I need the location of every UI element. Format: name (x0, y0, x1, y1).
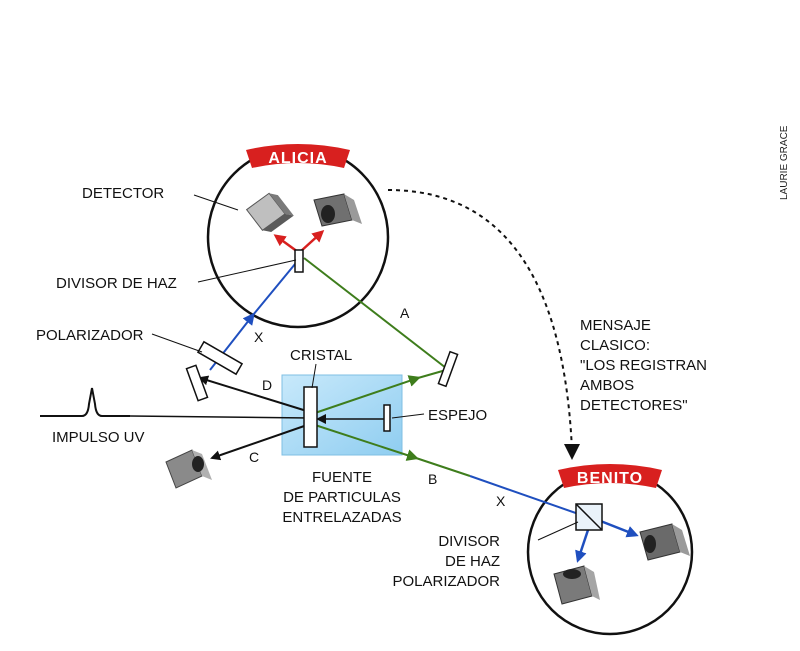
beam-b-blue (469, 475, 591, 519)
label-fuente-3: ENTRELAZADAS (282, 509, 401, 526)
beam-label-x-benito: X (496, 493, 506, 509)
beam-a-first (311, 375, 421, 415)
beam-a-return (303, 257, 447, 369)
classical-message-arrowhead (564, 444, 580, 460)
label-divisor-pol-2: DE HAZ (445, 553, 500, 570)
beam-a-second (417, 369, 447, 379)
alicia-beam-splitter (294, 249, 304, 273)
label-divisor-pol-1: DIVISOR (438, 533, 500, 550)
classical-message-path (387, 189, 573, 451)
label-cristal: CRISTAL (290, 347, 352, 364)
label-fuente-2: DE PARTICULAS (283, 489, 401, 506)
label-mensaje-1: MENSAJE (580, 317, 651, 334)
benito-output-down (575, 529, 590, 563)
uv-pulse-shape (40, 387, 130, 417)
alicia-output-right (299, 229, 325, 253)
label-espejo: ESPEJO (428, 407, 487, 424)
alicia-circle (206, 145, 390, 329)
label-impulso-uv: IMPULSO UV (52, 429, 145, 446)
label-fuente-1: FUENTE (312, 469, 372, 486)
crystal-element (303, 386, 318, 448)
benito-splitter-diagonal (575, 503, 603, 531)
beam-b-green (311, 423, 419, 461)
polarizer-element (196, 340, 244, 376)
beam-d (198, 375, 311, 413)
leader-divisor (197, 259, 297, 283)
benito-banner (558, 464, 662, 488)
label-mensaje-5: DETECTORES" (580, 397, 688, 414)
beam-b-green-2 (415, 457, 471, 477)
mirror-espejo (383, 404, 391, 432)
polarizer-mirror (185, 364, 209, 402)
leader-detector (193, 194, 239, 211)
leader-cristal (311, 363, 317, 389)
beam-c (210, 423, 311, 461)
label-mensaje-3: "LOS REGISTRAN (580, 357, 707, 374)
leader-espejo (391, 413, 425, 419)
beam-label-b: B (428, 471, 437, 487)
uv-pulse-beam (129, 415, 311, 419)
benito-detector-right (639, 523, 690, 561)
beam-label-a: A (400, 305, 410, 321)
beam-label-c: C (249, 449, 259, 465)
alicia-banner (246, 144, 350, 168)
beam-label-x-alicia: X (254, 329, 264, 345)
benito-detector-down (553, 565, 600, 605)
crystal-source-box (281, 374, 403, 456)
beam-x-alicia-2 (252, 257, 301, 316)
source-detector-c (165, 449, 212, 489)
beam-label-d: D (262, 377, 272, 393)
leader-divisor-polarizador (537, 521, 579, 541)
alicia-detector-left (245, 192, 294, 233)
alicia-detector-right (313, 193, 362, 227)
mirror-a (437, 350, 459, 388)
label-mensaje-4: AMBOS (580, 377, 634, 394)
credit-text: LAURIE GRACE (779, 125, 790, 200)
alicia-banner-label: ALICIA (268, 150, 327, 167)
label-divisor-pol-3: POLARIZADOR (392, 573, 500, 590)
label-detector: DETECTOR (82, 185, 164, 202)
label-divisor-de-haz: DIVISOR DE HAZ (56, 275, 177, 292)
label-mensaje-2: CLASICO: (580, 337, 650, 354)
benito-output-right (597, 518, 639, 538)
label-polarizador: POLARIZADOR (36, 327, 144, 344)
leader-polarizador (151, 333, 203, 353)
benito-banner-label: BENITO (577, 470, 643, 487)
